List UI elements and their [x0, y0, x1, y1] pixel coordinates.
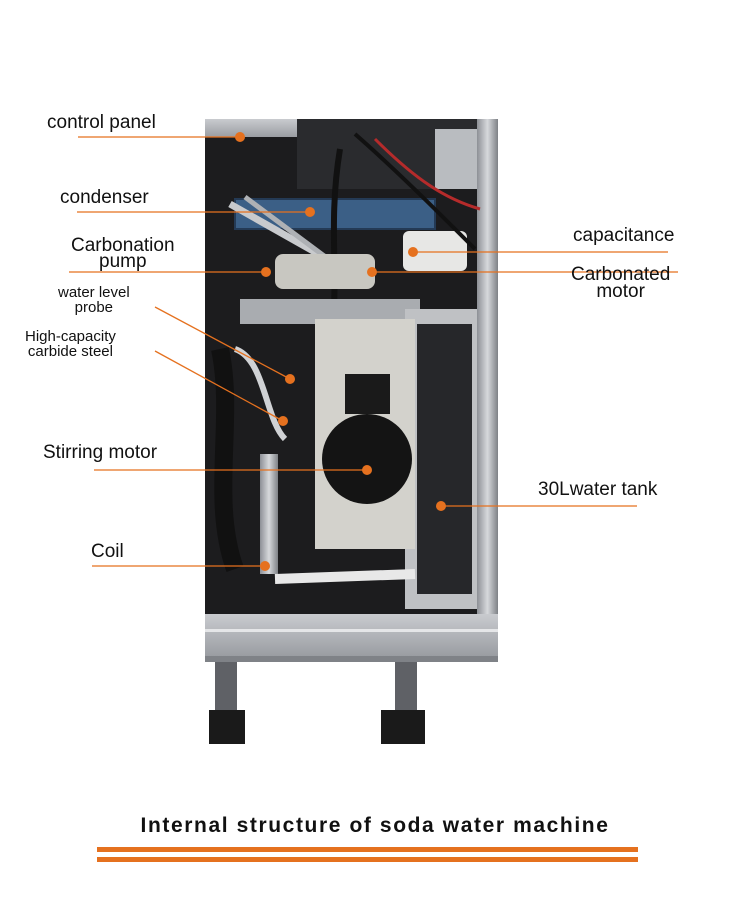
label-carbonation-pump-line1: Carbonation	[71, 235, 175, 256]
label-condenser: condenser	[60, 187, 149, 208]
label-carbide-steel-line2: carbide steel	[27, 343, 113, 360]
caption-rule-bottom	[97, 857, 638, 862]
label-carbonated-motor: Carbonated motor	[571, 264, 671, 302]
label-coil: Coil	[91, 541, 124, 562]
label-carbide-steel-line1: High-capacity	[25, 328, 116, 345]
label-water-level-probe-line1: water level	[58, 284, 130, 301]
label-water-level-probe: water level probe	[58, 285, 130, 315]
machine-photo	[205, 119, 498, 656]
label-carbonated-motor-line1: Carbonated	[571, 264, 671, 285]
label-control-panel: control panel	[47, 112, 156, 133]
label-capacitance: capacitance	[573, 225, 675, 246]
label-carbonation-pump-line2: pump	[99, 251, 147, 272]
machine-interior-illustration	[205, 119, 498, 656]
label-water-level-probe-line2: probe	[74, 299, 114, 316]
label-carbonation-pump: Carbonation pump	[71, 235, 175, 272]
caption-rule-top	[97, 847, 638, 852]
label-carbide-steel: High-capacity carbide steel	[25, 329, 116, 359]
legs-illustration	[205, 656, 498, 744]
label-stirring-motor: Stirring motor	[43, 442, 158, 463]
label-carbonated-motor-line2: motor	[596, 281, 645, 302]
machine-legs	[205, 656, 498, 744]
diagram-caption: Internal structure of soda water machine	[140, 814, 610, 837]
label-water-tank: 30Lwater tank	[538, 479, 658, 500]
